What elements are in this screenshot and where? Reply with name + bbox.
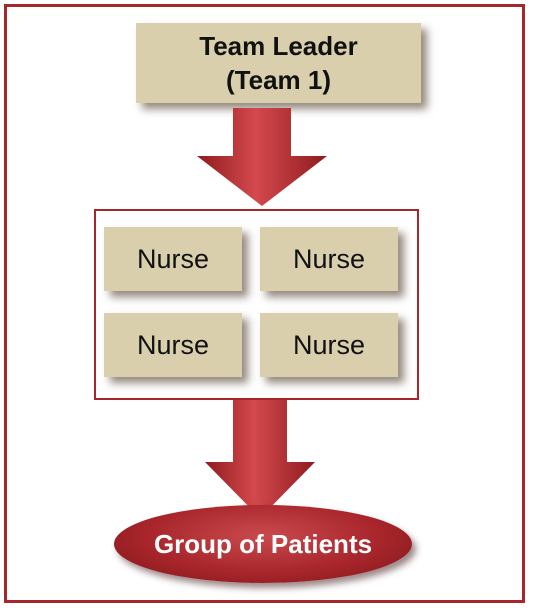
- nurse-box: Nurse: [260, 227, 398, 291]
- team-leader-title: Team Leader: [199, 31, 358, 61]
- team-leader-box: Team Leader (Team 1): [136, 23, 421, 103]
- nurse-box: Nurse: [260, 313, 398, 377]
- group-of-patients-ellipse: Group of Patients: [114, 505, 412, 583]
- nurse-box: Nurse: [104, 227, 242, 291]
- nurse-box: Nurse: [104, 313, 242, 377]
- arrow-down-icon: [205, 400, 315, 518]
- arrow-down-icon: [197, 108, 327, 206]
- team-leader-subtitle: (Team 1): [226, 65, 331, 95]
- patients-label: Group of Patients: [153, 528, 373, 559]
